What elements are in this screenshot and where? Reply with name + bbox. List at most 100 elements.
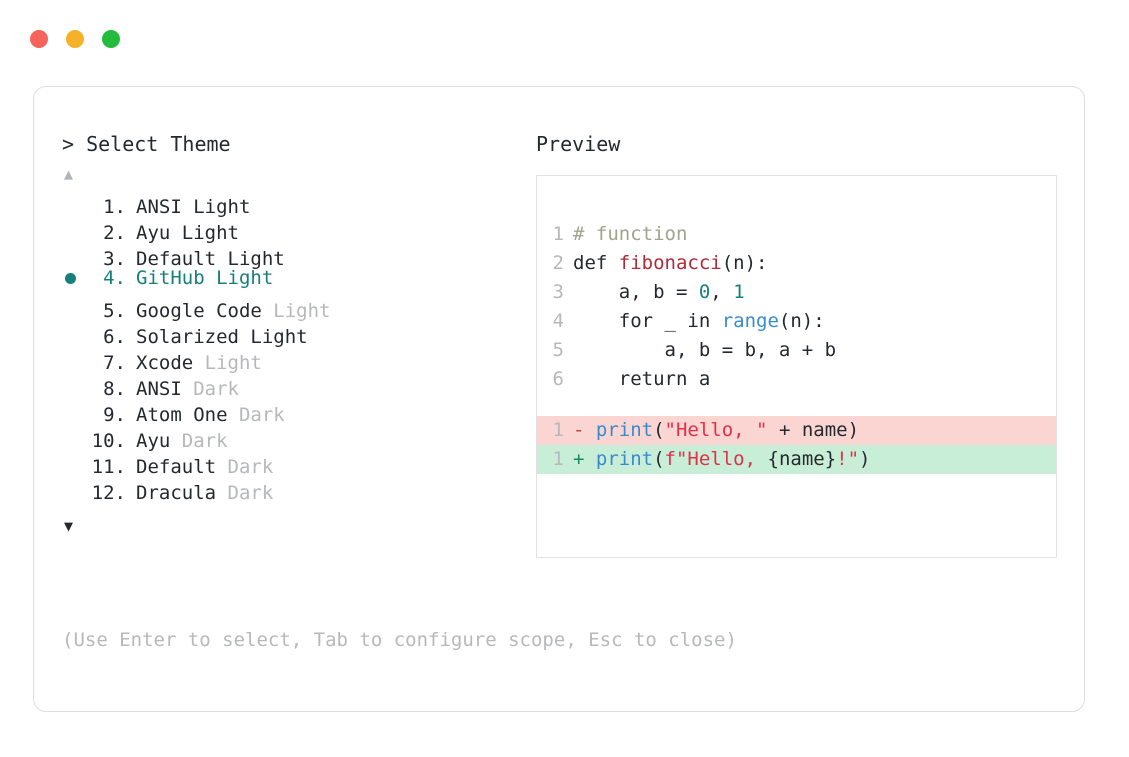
code-token: 1: [733, 281, 745, 303]
code-line: 4 for _ in range(n):: [537, 307, 1056, 336]
selection-bullet-cell: [62, 239, 86, 265]
theme-index: 5.: [103, 300, 126, 322]
theme-list-item[interactable]: 10. Ayu Dark: [62, 421, 532, 452]
theme-index: 11.: [91, 456, 126, 478]
theme-name: Xcode: [136, 352, 205, 374]
selection-bullet-cell: [62, 369, 86, 395]
code-line: 5 a, b = b, a + b: [537, 336, 1056, 365]
scroll-down-arrow[interactable]: ▼: [64, 517, 74, 535]
minimize-window-dot[interactable]: [66, 30, 84, 48]
diff-removed-line: 1- print("Hello, " + name): [537, 416, 1056, 445]
preview-label: Preview: [536, 132, 621, 156]
code-token: def: [573, 252, 619, 274]
line-number: 2: [552, 252, 564, 274]
maximize-window-dot[interactable]: [102, 30, 120, 48]
close-window-dot[interactable]: [30, 30, 48, 48]
theme-list-item[interactable]: 8.ANSI Dark: [62, 369, 532, 400]
selected-bullet-icon: [65, 273, 76, 284]
theme-list-item[interactable]: 3. Default Light: [62, 239, 532, 270]
theme-variant: Dark: [181, 430, 228, 452]
theme-list-item[interactable]: 9.Atom One Dark: [62, 395, 532, 426]
selection-bullet-cell: [62, 395, 86, 421]
theme-list-item[interactable]: 11.Default Dark: [62, 447, 532, 478]
theme-name: ANSI: [136, 378, 194, 400]
theme-index: 1.: [103, 196, 126, 218]
line-number: 1: [552, 448, 564, 470]
theme-list-item[interactable]: 12.Dracula Dark: [62, 473, 532, 504]
theme-index: 9.: [103, 404, 126, 426]
code-lines: 1 # function 2 def fibonacci(n): 3 a, b = 0,…: [537, 220, 1056, 394]
code-line: 3 a, b = 0, 1: [537, 278, 1056, 307]
code-spacer: [537, 394, 1056, 416]
code-token: fibonacci: [618, 252, 722, 274]
selection-bullet-cell: [62, 447, 86, 473]
theme-variant: Dark: [238, 404, 285, 426]
theme-list-item[interactable]: 4.GitHub Light: [62, 265, 532, 291]
code-token: # function: [573, 223, 688, 245]
selection-bullet-cell: [62, 187, 86, 213]
code-token: {name}: [767, 448, 837, 470]
theme-name: Default: [136, 248, 228, 270]
diff-plus-sign: +: [573, 448, 596, 470]
code-token: (n):: [721, 252, 768, 274]
theme-index: 10.: [91, 430, 126, 452]
theme-list-item[interactable]: 1.ANSI Light: [62, 187, 532, 218]
selection-bullet-cell: [62, 213, 86, 239]
code-line: 6 return a: [537, 365, 1056, 394]
code-token: (: [653, 419, 665, 441]
theme-variant: Light: [273, 300, 331, 322]
selection-bullet-cell: [62, 317, 86, 343]
theme-index: 8.: [103, 378, 126, 400]
theme-name: Dracula: [136, 482, 228, 504]
theme-index: 6.: [103, 326, 126, 348]
diff-added-line: 1+ print(f"Hello, {name}!"): [537, 445, 1056, 474]
theme-variant: Light: [216, 267, 274, 289]
line-number: 5: [552, 339, 564, 361]
theme-index: 3.: [103, 248, 126, 270]
select-theme-prompt: > Select Theme: [62, 132, 231, 156]
line-number: 3: [552, 281, 564, 303]
code-token: f"Hello,: [664, 448, 768, 470]
selection-bullet-cell: [62, 291, 86, 317]
code-token: range: [721, 310, 779, 332]
theme-name: Default: [136, 456, 228, 478]
theme-variant: Light: [193, 196, 251, 218]
line-number: 6: [552, 368, 564, 390]
theme-list-item[interactable]: 5. Google Code Light: [62, 291, 532, 322]
theme-name: Ayu: [136, 430, 182, 452]
code-token: print: [595, 419, 654, 441]
theme-list-item[interactable]: 2.Ayu Light: [62, 213, 532, 244]
code-token: ,: [710, 281, 734, 303]
line-number: 4: [552, 310, 564, 332]
theme-list-item[interactable]: 7. Xcode Light: [62, 343, 532, 374]
theme-variant: Light: [181, 222, 239, 244]
code-line: 1 # function: [537, 220, 1056, 249]
theme-name: GitHub: [136, 267, 217, 289]
code-token: (: [653, 448, 665, 470]
diff-lines: 1- print("Hello, " + name)1+ print(f"Hel…: [537, 416, 1056, 474]
code-token: + name): [767, 419, 860, 441]
code-token: return a: [573, 368, 711, 390]
keyboard-hint-text: (Use Enter to select, Tab to configure s…: [62, 629, 737, 651]
theme-list-item[interactable]: 6.Solarized Light: [62, 317, 532, 348]
theme-variant: Light: [250, 326, 308, 348]
code-token: for _ in: [573, 310, 722, 332]
window-titlebar: [30, 30, 120, 48]
theme-name: Ayu: [136, 222, 182, 244]
preview-pane: Preview 1 # function 2 def fibonacci(n): 3 a…: [536, 131, 1061, 558]
selection-bullet-cell: [62, 473, 86, 499]
code-token: 0: [698, 281, 711, 303]
selection-bullet-cell: [62, 343, 86, 369]
theme-index: 7.: [103, 352, 126, 374]
code-token: a, b = b, a + b: [573, 339, 837, 361]
code-token: !": [836, 448, 860, 470]
theme-variant: Light: [204, 352, 262, 374]
theme-variant: Light: [227, 248, 285, 270]
line-number: 1: [552, 223, 564, 245]
scroll-up-arrow[interactable]: ▲: [64, 165, 74, 183]
theme-name: Google Code: [136, 300, 274, 322]
theme-variant: Dark: [227, 482, 274, 504]
code-token: a, b =: [573, 281, 699, 303]
